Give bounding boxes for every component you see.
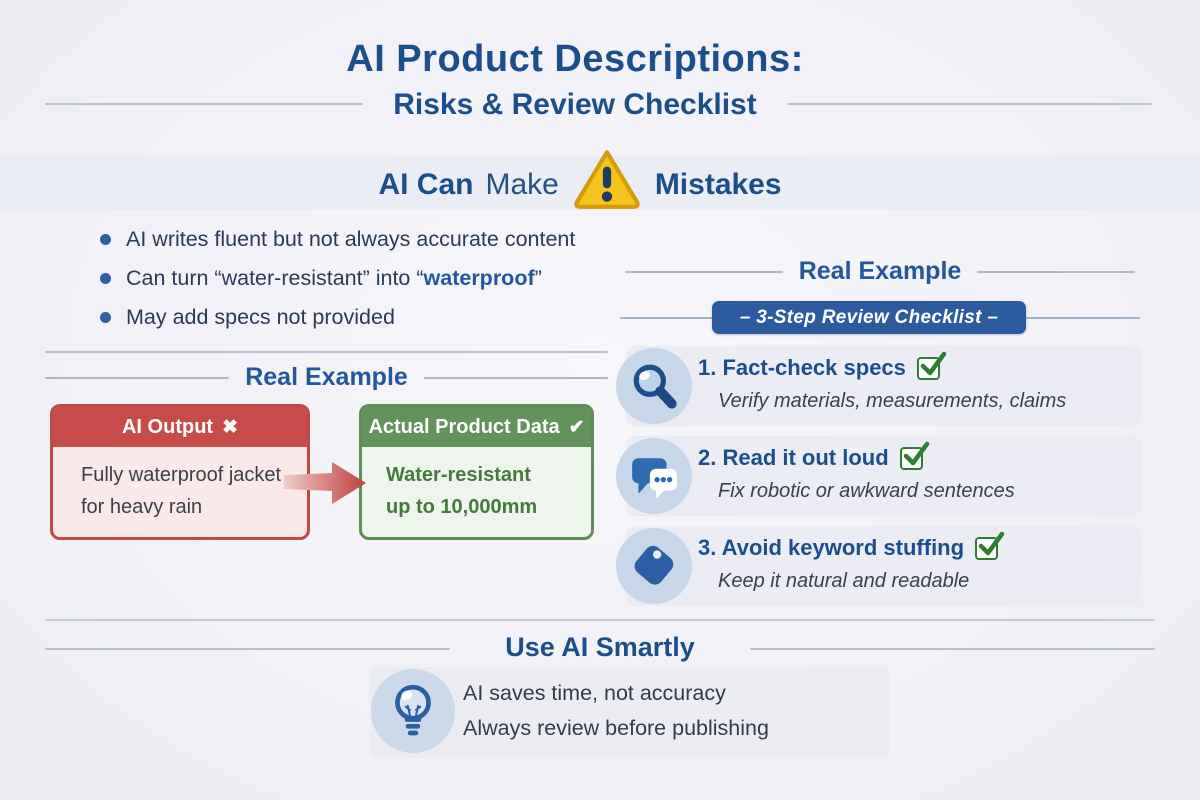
item-background [626,526,1142,606]
actual-product-card-body: Water-resistant up to 10,000mm [362,447,591,523]
checklist-item-keyword-stuffing: 3. Avoid keyword stuffing Keep it natura… [616,526,1142,606]
green-checkbox-icon [975,531,1005,560]
card-text-line: Fully waterproof jacket [81,464,282,486]
card-text-line: for heavy rain [81,496,203,518]
list-item: Can turn “water-resistant” into “waterpr… [100,265,620,291]
item-background [626,436,1142,516]
item-title-text: 1. Fact-check specs [698,355,906,380]
card-title: Actual Product Data [368,415,560,438]
tag-icon [616,528,692,604]
divider-line [45,351,608,353]
mistakes-heading-part3: Mistakes [654,168,782,201]
item-background [626,346,1142,426]
bullet-text: May add specs not provided [126,305,395,329]
item-title-text: 3. Avoid keyword stuffing [698,535,965,560]
ai-output-card-header: AI Output ✖ [53,407,307,447]
mistakes-heading-part2: Make [485,168,559,201]
x-mark-icon: ✖ [222,416,238,438]
divider-line [45,648,450,650]
check-mark-icon: ✔ [568,416,585,438]
speech-bubbles-icon [616,438,692,514]
footer-text-line: AI saves time, not accuracy [463,681,726,705]
right-example-heading: Real Example [625,257,1135,286]
checklist-item-title: 3. Avoid keyword stuffing [698,531,1005,561]
bullet-highlight: waterproof [423,266,535,290]
bullet-dot-icon [100,234,111,245]
ai-output-card-body: Fully waterproof jacket for heavy rain [53,447,307,523]
list-item: AI writes fluent but not always accurate… [100,226,620,252]
divider-line [750,648,1155,650]
actual-product-card: Actual Product Data ✔ Water-resistant up… [359,404,594,540]
left-example-heading: Real Example [45,363,608,392]
footer-heading: Use AI Smartly [505,632,695,662]
bullet-dot-icon [100,273,111,284]
item-title-text: 2. Read it out loud [698,445,889,470]
divider-line [787,103,1152,105]
heading-side-line [423,376,608,379]
lightbulb-icon [371,669,455,753]
checklist-item-subtitle: Verify materials, measurements, claims [718,390,1067,412]
list-item: May add specs not provided [100,304,620,330]
red-arrow-right-icon [284,462,366,504]
section-title: Real Example [245,363,408,391]
heading-side-line [625,270,783,273]
checklist-item-title: 1. Fact-check specs [698,351,947,381]
card-text-line: up to 10,000mm [386,496,538,518]
page-subtitle: Risks & Review Checklist [393,88,757,121]
divider-line [45,619,1155,621]
mistakes-heading: AI Can Make Mistakes [0,150,1160,220]
bullet-text-suffix: ” [534,266,542,290]
page-title: AI Product Descriptions: [346,38,804,80]
checklist-banner: – 3-Step Review Checklist – [712,301,1026,334]
bullet-dot-icon [100,312,111,323]
actual-product-card-header: Actual Product Data ✔ [362,407,591,447]
divider-line [45,103,363,105]
section-title: Real Example [798,257,962,285]
green-checkbox-icon [899,441,929,470]
checklist-item-subtitle: Keep it natural and readable [718,570,970,592]
checklist-item-read-aloud: 2. Read it out loud Fix robotic or awkwa… [616,436,1142,516]
magnifier-icon [616,348,692,424]
footer-text-line: Always review before publishing [463,716,769,740]
checklist-item-fact-check: 1. Fact-check specs Verify materials, me… [616,346,1142,426]
mistakes-heading-part1: AI Can [378,168,474,201]
checklist-item-title: 2. Read it out loud [698,441,929,471]
footer-tip-box [370,667,890,758]
heading-side-line [977,270,1135,273]
ai-output-card: AI Output ✖ Fully waterproof jacket for … [50,404,310,540]
bullet-text: AI writes fluent but not always accurate… [126,227,576,251]
warning-triangle-icon [574,150,640,209]
green-checkbox-icon [916,351,947,380]
heading-side-line [45,376,230,379]
card-title: AI Output [121,415,214,438]
card-text-line: Water-resistant [386,464,531,486]
checklist-item-subtitle: Fix robotic or awkward sentences [718,480,1015,502]
bullet-text: Can turn “water-resistant” into “ [126,266,424,290]
mistakes-bullet-list: AI writes fluent but not always accurate… [100,226,620,343]
